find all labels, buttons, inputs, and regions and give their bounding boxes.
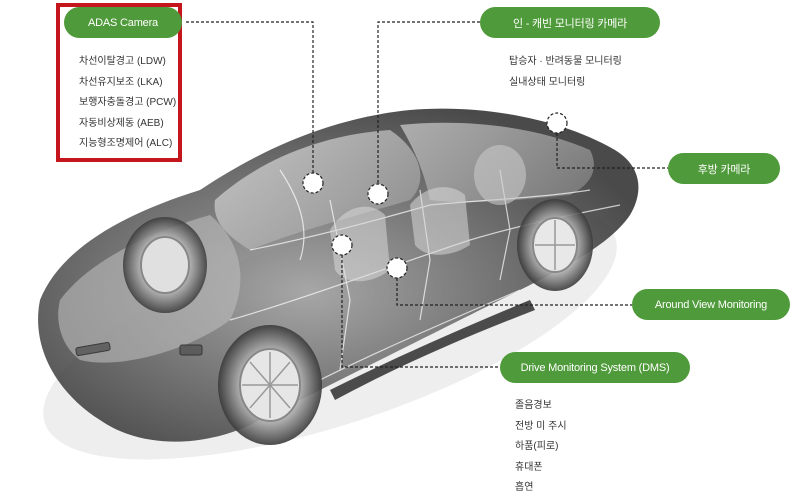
- rear-camera-title: 후방 카메라: [697, 163, 751, 176]
- dms-item: 흡연: [515, 482, 534, 493]
- dms-pill: Drive Monitoring System (DMS): [500, 352, 690, 383]
- camera-markers: [302, 112, 568, 279]
- adas-item: 차선이탈경고 (LDW): [79, 56, 166, 67]
- adas-item: 자동비상제동 (AEB): [79, 117, 164, 129]
- wheels: [123, 145, 593, 445]
- adas-feature-list: 차선이탈경고 (LDW) 차선유지보조 (LKA) 보행자충돌경고 (PCW) …: [79, 52, 176, 155]
- adas-item: 지능형조명제어 (ALC): [79, 138, 173, 149]
- avm-pill: Around View Monitoring: [632, 289, 790, 320]
- in-cabin-feature-list: 탑승자 · 반려동물 모니터링 실내상태 모니터링: [509, 52, 622, 93]
- in-cabin-camera-title: 인 - 캐빈 모니터링 카메라: [512, 17, 628, 30]
- dms-item: 휴대폰: [515, 461, 543, 473]
- adas-item: 보행자충돌경고 (PCW): [79, 97, 177, 108]
- dms-item: 하품(피로): [515, 441, 559, 452]
- adas-camera-pill: ADAS Camera: [64, 7, 182, 38]
- avm-title: Around View Monitoring: [654, 298, 768, 311]
- adas-camera-title: ADAS Camera: [88, 16, 158, 29]
- cabin-item: 실내상태 모니터링: [509, 76, 586, 88]
- cabin-item: 탑승자 · 반려동물 모니터링: [509, 56, 622, 67]
- dms-feature-list: 졸음경보 전방 미 주시 하품(피로) 휴대폰 흡연: [515, 396, 567, 499]
- dms-title: Drive Monitoring System (DMS): [520, 361, 670, 374]
- adas-item: 차선유지보조 (LKA): [79, 76, 163, 88]
- connector-lines: [186, 21, 668, 368]
- dms-item: 졸음경보: [515, 400, 552, 411]
- in-cabin-camera-pill: 인 - 캐빈 모니터링 카메라: [480, 7, 660, 38]
- dms-item: 전방 미 주시: [515, 420, 567, 432]
- rear-camera-pill: 후방 카메라: [668, 153, 780, 184]
